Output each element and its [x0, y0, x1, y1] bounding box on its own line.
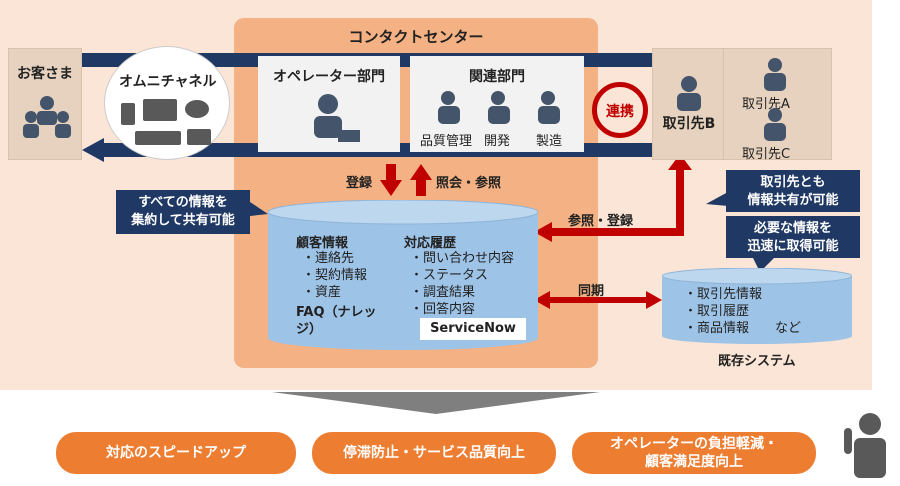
operator-headset-icon — [314, 94, 360, 142]
history-item: 調査結果 — [410, 284, 514, 301]
computer-icon — [135, 131, 181, 145]
customer-label: お客さま — [17, 66, 73, 82]
register-arrowhead — [380, 180, 402, 196]
happy-person-icon — [844, 413, 886, 478]
history-item: 回答内容 — [410, 301, 514, 318]
history-title: 対応履歴 — [404, 236, 457, 251]
partner-b-person-icon — [677, 76, 701, 111]
result-chevron — [272, 392, 600, 414]
partner-c-person-icon — [764, 108, 786, 141]
contact-center-title: コンタクトセンター — [348, 28, 484, 46]
browser-icon — [143, 99, 177, 121]
ref-arrowhead — [410, 164, 432, 180]
channel-icons — [121, 99, 211, 145]
related-member-dev: 開発 — [484, 134, 511, 149]
partner-c-label: 取引先C — [742, 147, 791, 162]
callout-share-all-pointer — [250, 202, 268, 216]
legacy-system-caption: 既存システム — [718, 354, 796, 369]
inbound-arrowhead — [82, 138, 104, 162]
faq-label: FAQ（ナレッ ジ） — [296, 305, 377, 337]
operator-dept-box: オペレーター部門 — [258, 56, 400, 152]
ref-register-up-head — [668, 154, 692, 170]
related-dept-label: 関連部門 — [469, 69, 525, 85]
mail-icon — [187, 129, 211, 145]
ref-register-line — [548, 168, 684, 236]
renkei-cycle-icon: 連携 — [592, 82, 648, 138]
customer-people-icon — [23, 96, 71, 138]
legacy-list: 取引先情報 取引履歴 商品情報 など — [684, 286, 801, 337]
legacy-item: 商品情報 など — [684, 320, 801, 337]
callout-partner-share: 取引先とも 情報共有が可能 — [726, 170, 860, 212]
register-label: 登録 — [346, 176, 373, 191]
customer-info-list: 連絡先 契約情報 資産 — [302, 250, 367, 301]
callout-partner-share-pointer — [706, 192, 728, 206]
callout-quick-get: 必要な情報を 迅速に取得可能 — [726, 216, 860, 258]
servicenow-database: 顧客情報 連絡先 契約情報 資産 FAQ（ナレッ ジ） 対応履歴 問い合わせ内容… — [268, 200, 538, 350]
related-member-quality: 品質管理 — [420, 134, 473, 149]
customer-box: お客さま — [8, 48, 82, 160]
legacy-item: 取引先情報 — [684, 286, 801, 303]
servicenow-badge: ServiceNow — [420, 318, 526, 340]
related-dept-box: 関連部門 品質管理 開発 製造 — [410, 56, 584, 152]
customer-info-item: 連絡先 — [302, 250, 367, 267]
ref-register-label: 参照・登録 — [568, 214, 634, 229]
renkei-label: 連携 — [606, 104, 634, 120]
history-list: 問い合わせ内容 ステータス 調査結果 回答内容 — [410, 250, 514, 318]
customer-info-title: 顧客情報 — [296, 236, 349, 251]
legacy-system-database: 取引先情報 取引履歴 商品情報 など — [662, 268, 852, 344]
partner-b-box: 取引先B — [652, 48, 724, 160]
callout-share-all: すべての情報を 集約して共有可能 — [116, 190, 250, 234]
history-item: 問い合わせ内容 — [410, 250, 514, 267]
related-member-mfg: 製造 — [536, 134, 563, 149]
ref-register-left-head — [534, 222, 552, 242]
sync-right-head — [646, 291, 662, 309]
legacy-item: 取引履歴 — [684, 303, 801, 320]
sync-label: 同期 — [578, 284, 605, 299]
omni-channel-label: オムニチャネル — [119, 74, 217, 90]
omni-channel-circle: オムニチャネル — [104, 46, 230, 160]
benefit-quality: 停滞防止・サービス品質向上 — [312, 432, 556, 474]
partner-a-label: 取引先A — [742, 97, 790, 112]
partner-b-label: 取引先B — [662, 116, 716, 132]
smartphone-icon — [121, 103, 135, 125]
sync-left-head — [534, 291, 550, 309]
partner-a-person-icon — [764, 58, 786, 91]
benefit-satisfaction: オペレーターの負担軽減・ 顧客満足度向上 — [572, 432, 816, 474]
chat-icon — [185, 100, 209, 118]
ref-label: 照会・参照 — [436, 176, 502, 191]
ref-arrow-shaft — [416, 180, 426, 196]
benefit-speed-up: 対応のスピードアップ — [56, 432, 296, 474]
register-arrow-shaft — [386, 164, 396, 180]
history-item: ステータス — [410, 267, 514, 284]
staff-icons — [438, 91, 560, 124]
operator-dept-label: オペレーター部門 — [273, 69, 385, 85]
customer-info-item: 資産 — [302, 284, 367, 301]
customer-info-item: 契約情報 — [302, 267, 367, 284]
partners-ac-box: 取引先A 取引先C — [724, 48, 832, 162]
